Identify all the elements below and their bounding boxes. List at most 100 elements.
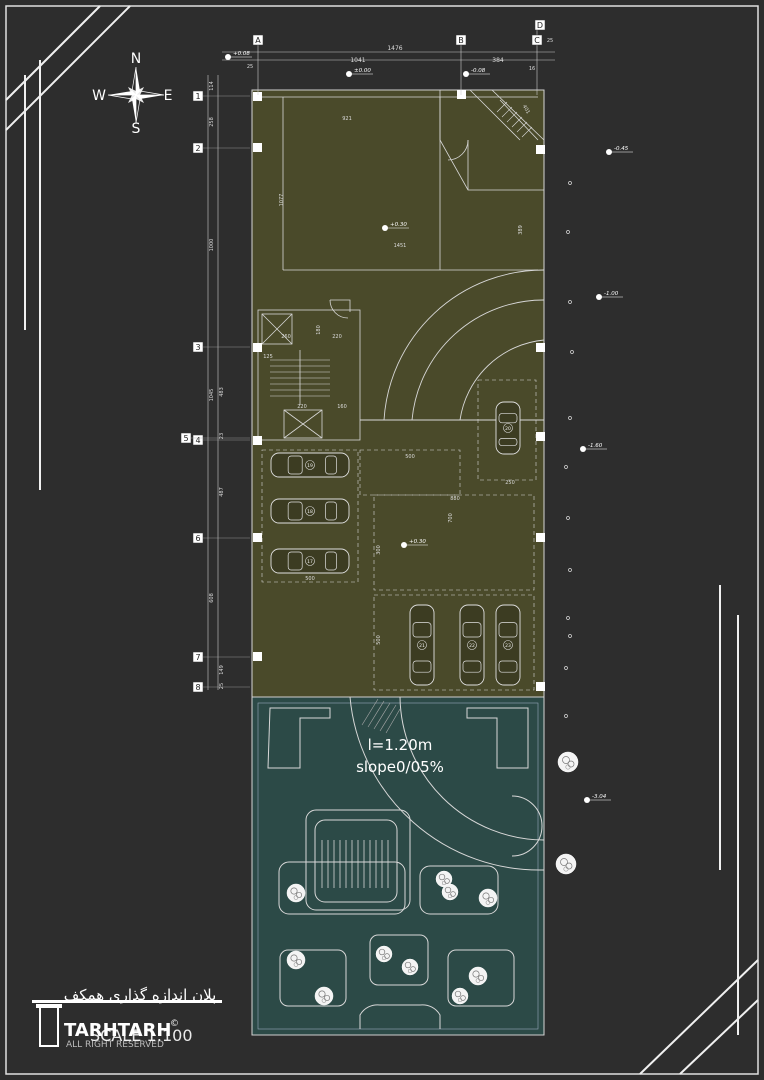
tree-icon <box>314 986 334 1006</box>
car-number: 23 <box>505 643 511 649</box>
level-icon <box>463 71 469 77</box>
grid-label-B: B <box>458 36 464 45</box>
dim-inner-13: 220 <box>332 334 342 340</box>
tree-icon <box>401 958 419 976</box>
logo-copyright: © <box>170 1019 179 1029</box>
grid-bubble-A <box>252 34 264 46</box>
yard-area <box>251 696 545 1036</box>
dim-left-3: 1045 <box>209 389 215 402</box>
boundary-dots <box>564 181 574 718</box>
dim-left-1: 258 <box>209 117 215 127</box>
car-number: 18 <box>307 509 313 515</box>
yard-planters <box>267 696 545 1029</box>
dim-inner-0: 921 <box>342 116 352 122</box>
car-20: 20 <box>495 401 521 455</box>
dim-b-c: 384 <box>492 57 504 64</box>
tree-icon <box>441 883 459 901</box>
parked-cars: 20 19 18 17 21 22 23 <box>270 401 521 686</box>
sheet-frame <box>5 5 759 1075</box>
dim-left-2: 1000 <box>209 239 215 252</box>
dim-inner-2: 1451 <box>394 243 407 249</box>
level-icon <box>401 542 407 548</box>
dim-inner-16: 180 <box>316 325 322 335</box>
car-23: 23 <box>495 604 521 686</box>
dim-inner-5: 500 <box>405 454 415 460</box>
logo-name: TARHTARH <box>64 1020 171 1041</box>
grid-label-C: C <box>534 36 540 45</box>
north-arrow-icon <box>107 66 165 124</box>
grid-label-2: 2 <box>195 144 200 153</box>
dim-inner-12: 260 <box>281 334 291 340</box>
dim-inner-7: 700 <box>448 513 454 523</box>
car-21: 21 <box>409 604 435 686</box>
trees <box>286 751 579 1006</box>
scale-label: SCALE 1:100 <box>90 1026 193 1045</box>
car-22: 22 <box>459 604 485 686</box>
tree-icon <box>555 853 577 875</box>
dim-left-edge: 25 <box>247 64 253 70</box>
dim-left-4: 483 <box>219 387 225 397</box>
tree-icon <box>286 950 306 970</box>
tree-icon <box>557 751 579 773</box>
structural-columns <box>253 90 545 691</box>
logo: TARHTARH © ALL RIGHT RESERVED <box>32 1000 222 1050</box>
grid-bubble-D <box>534 19 546 31</box>
tree-icon <box>451 987 469 1005</box>
compass-s-label: S <box>132 121 141 137</box>
car-number: 17 <box>307 559 313 565</box>
dim-inner-11: 250 <box>505 480 515 486</box>
car-number: 19 <box>307 463 313 469</box>
level-icon <box>346 71 352 77</box>
level-east1: -0.45 <box>614 146 629 152</box>
dim-left-8: 149 <box>219 665 225 675</box>
parking-stalls <box>261 379 537 691</box>
grid-label-A: A <box>255 36 261 45</box>
dim-left-6: 487 <box>219 487 225 497</box>
grid-label-6: 6 <box>195 534 200 543</box>
dim-inner-17: 220 <box>297 404 307 410</box>
grid-label-7: 7 <box>195 653 200 662</box>
level-icon <box>225 54 231 60</box>
stair-treads <box>496 101 533 138</box>
level-inner2: +0.30 <box>409 539 426 545</box>
dim-c-d: 25 <box>547 38 553 44</box>
logo-tagline: ALL RIGHT RESERVED <box>66 1040 164 1050</box>
tree-icon <box>468 966 488 986</box>
level-icon <box>606 149 612 155</box>
car-19: 19 <box>270 452 350 478</box>
level-top_left: +0.08 <box>233 51 250 57</box>
dim-c-edge: 16 <box>529 66 535 72</box>
car-18: 18 <box>270 498 350 524</box>
dim-inner-10: 500 <box>376 635 382 645</box>
stair-core-treads <box>270 359 330 397</box>
property-lines <box>251 90 545 1035</box>
decorative-frame-lines <box>5 5 759 1075</box>
level-top_mid: ±0.00 <box>354 68 371 74</box>
compass-w-label: W <box>92 88 106 104</box>
grid-label-3: 3 <box>195 343 200 352</box>
tree-icon <box>375 945 393 963</box>
dim-inner-8: 880 <box>450 496 460 502</box>
grid-lines <box>207 25 555 690</box>
car-17: 17 <box>270 548 350 574</box>
level-top_right: -0.08 <box>471 68 486 74</box>
level-icon <box>382 225 388 231</box>
dim-inner-1: 1077 <box>279 194 285 207</box>
inner-dimensions: 9211077145138940150050070088030050025026… <box>263 104 531 645</box>
dim-left-7: 608 <box>209 593 215 603</box>
ramp-length-label: l=1.20m <box>368 736 433 754</box>
dim-left-5: 23 <box>219 433 225 439</box>
dim-a-b: 1041 <box>350 57 365 64</box>
level-east3: -1.60 <box>588 443 603 449</box>
dim-overall: 1476 <box>387 45 402 52</box>
grid-label-8: 8 <box>195 683 200 692</box>
level-inner1: +0.30 <box>390 222 407 228</box>
car-number: 22 <box>469 643 475 649</box>
tree-icon <box>286 883 306 903</box>
level-icon <box>584 797 590 803</box>
level-markers: +0.08±0.00-0.08-0.45+0.30-1.00-1.60+0.30… <box>225 51 633 803</box>
ramp-slope-label: slope0/05% <box>356 758 444 776</box>
